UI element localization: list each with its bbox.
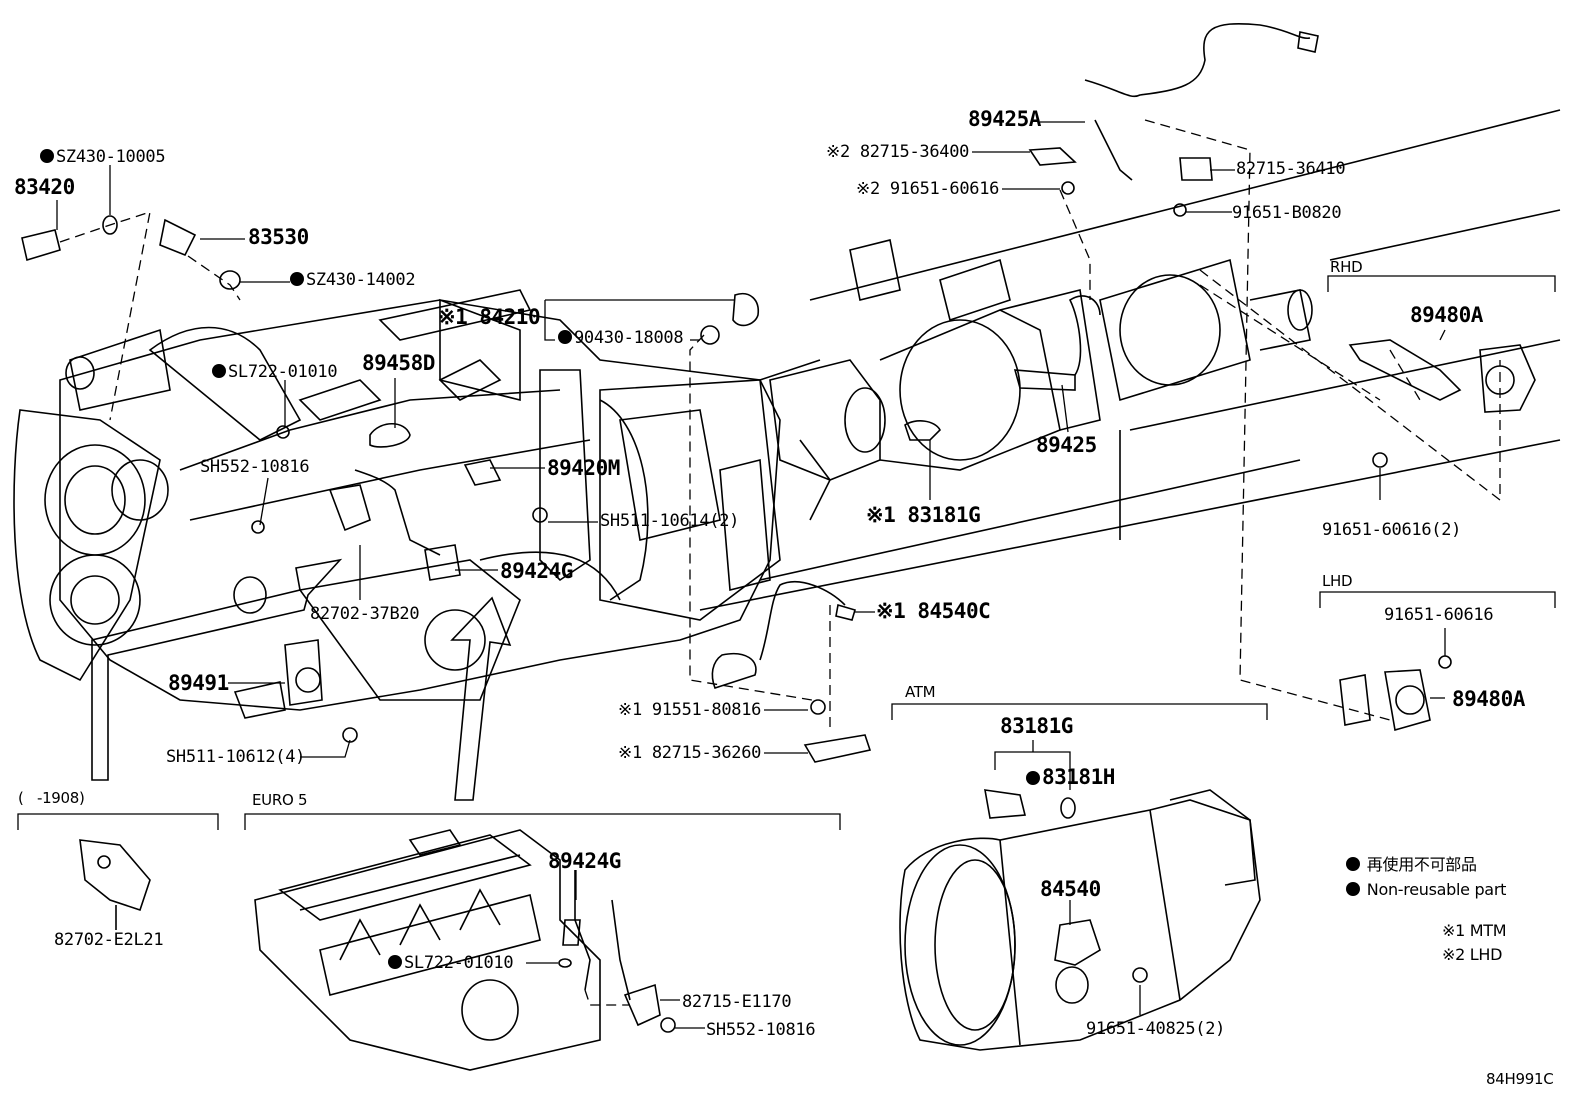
- part-82702-37b20[interactable]: 82702-37B20: [310, 604, 420, 624]
- section-atm: ATM: [905, 683, 936, 701]
- euro5-engine-drawing: [254, 829, 676, 1071]
- atm-transmission-drawing: [899, 789, 1261, 1051]
- part-84210[interactable]: ※1 84210: [438, 305, 541, 329]
- legend-note-lhd: ※2 LHD: [1442, 945, 1503, 964]
- part-83181g[interactable]: ※1 83181G: [866, 503, 981, 527]
- part-90430-18008[interactable]: 90430-18008: [558, 329, 684, 347]
- part-89458d[interactable]: 89458D: [362, 351, 435, 375]
- non-reusable-dot: [290, 272, 304, 286]
- part-atm-83181h[interactable]: 83181H: [1026, 766, 1115, 788]
- atm-leaders: [994, 740, 1141, 1015]
- leader-lines: [56, 119, 1501, 758]
- non-reusable-dot: [212, 364, 226, 378]
- non-reusable-dot: [388, 955, 402, 969]
- part-sz430-14002[interactable]: SZ430-14002: [290, 271, 416, 289]
- non-reusable-dot: [1026, 771, 1040, 785]
- euro5-leaders: [526, 870, 705, 1029]
- non-reusable-dot: [40, 149, 54, 163]
- part-82715-36400[interactable]: ※2 82715-36400: [826, 142, 970, 162]
- part-89491[interactable]: 89491: [168, 671, 229, 695]
- part-83530[interactable]: 83530: [248, 225, 309, 249]
- part-sl722-01010[interactable]: SL722-01010: [212, 363, 338, 381]
- part-sh552-10816[interactable]: SH552-10816: [200, 457, 310, 477]
- section-brackets: [17, 275, 1556, 830]
- legend-note-mtm: ※1 MTM: [1442, 921, 1507, 940]
- section-lhd: LHD: [1322, 572, 1353, 590]
- part-sh511-10614[interactable]: SH511-10614(2): [600, 511, 740, 531]
- engine-block-drawing: [13, 289, 781, 711]
- part-91651-b0820[interactable]: 91651-B0820: [1232, 203, 1342, 223]
- part-83420[interactable]: 83420: [14, 175, 75, 199]
- part-91551-80816[interactable]: ※1 91551-80816: [618, 700, 762, 720]
- part-89424g[interactable]: 89424G: [500, 559, 573, 583]
- part-91651-60616-2[interactable]: 91651-60616(2): [1322, 520, 1462, 540]
- part-89425[interactable]: 89425: [1036, 433, 1097, 457]
- part-89480a-rhd[interactable]: 89480A: [1410, 303, 1483, 327]
- sensor-parts: [21, 23, 1536, 763]
- exhaust-pipe-drawing: [699, 109, 1561, 611]
- part-atm-91651-40825[interactable]: 91651-40825(2): [1086, 1019, 1226, 1039]
- non-reusable-dot: [558, 330, 572, 344]
- legend-non-reusable-en: Non-reusable part: [1346, 881, 1506, 899]
- part-e5-sl722-01010[interactable]: SL722-01010: [388, 954, 514, 972]
- part-82702-e2l21[interactable]: 82702-E2L21: [54, 930, 164, 950]
- part-91651-60616-top[interactable]: ※2 91651-60616: [856, 179, 1000, 199]
- part-82715-36410[interactable]: 82715-36410: [1236, 159, 1346, 179]
- part-atm-83181g[interactable]: 83181G: [1000, 714, 1073, 738]
- legend-non-reusable-jp: 再使用不可部品: [1346, 856, 1477, 874]
- part-82715-36260[interactable]: ※1 82715-36260: [618, 743, 762, 763]
- view-arrows: [91, 558, 512, 801]
- section-euro5: EURO 5: [252, 791, 308, 809]
- part-sz430-10005[interactable]: SZ430-10005: [40, 148, 166, 166]
- section-rhd: RHD: [1330, 258, 1363, 276]
- part-e5-89424g[interactable]: 89424G: [548, 849, 621, 873]
- section-date-range: ( -1908): [18, 789, 85, 807]
- part-89480a-lhd[interactable]: 89480A: [1452, 687, 1525, 711]
- part-89425a[interactable]: 89425A: [968, 107, 1041, 131]
- legend-dot: [1346, 857, 1360, 871]
- part-84540c[interactable]: ※1 84540C: [876, 599, 991, 623]
- part-89420m[interactable]: 89420M: [547, 456, 620, 480]
- part-e5-sh552-10816[interactable]: SH552-10816: [706, 1020, 816, 1040]
- bracket-82702-e2l21-drawing: [79, 839, 151, 930]
- part-e5-82715-e1170[interactable]: 82715-E1170: [682, 992, 792, 1012]
- part-91651-60616-lhd[interactable]: 91651-60616: [1384, 605, 1494, 625]
- part-atm-84540[interactable]: 84540: [1040, 877, 1101, 901]
- legend-dot: [1346, 882, 1360, 896]
- part-sh511-10612[interactable]: SH511-10612(4): [166, 747, 306, 767]
- diagram-code: 84H991C: [1486, 1070, 1554, 1088]
